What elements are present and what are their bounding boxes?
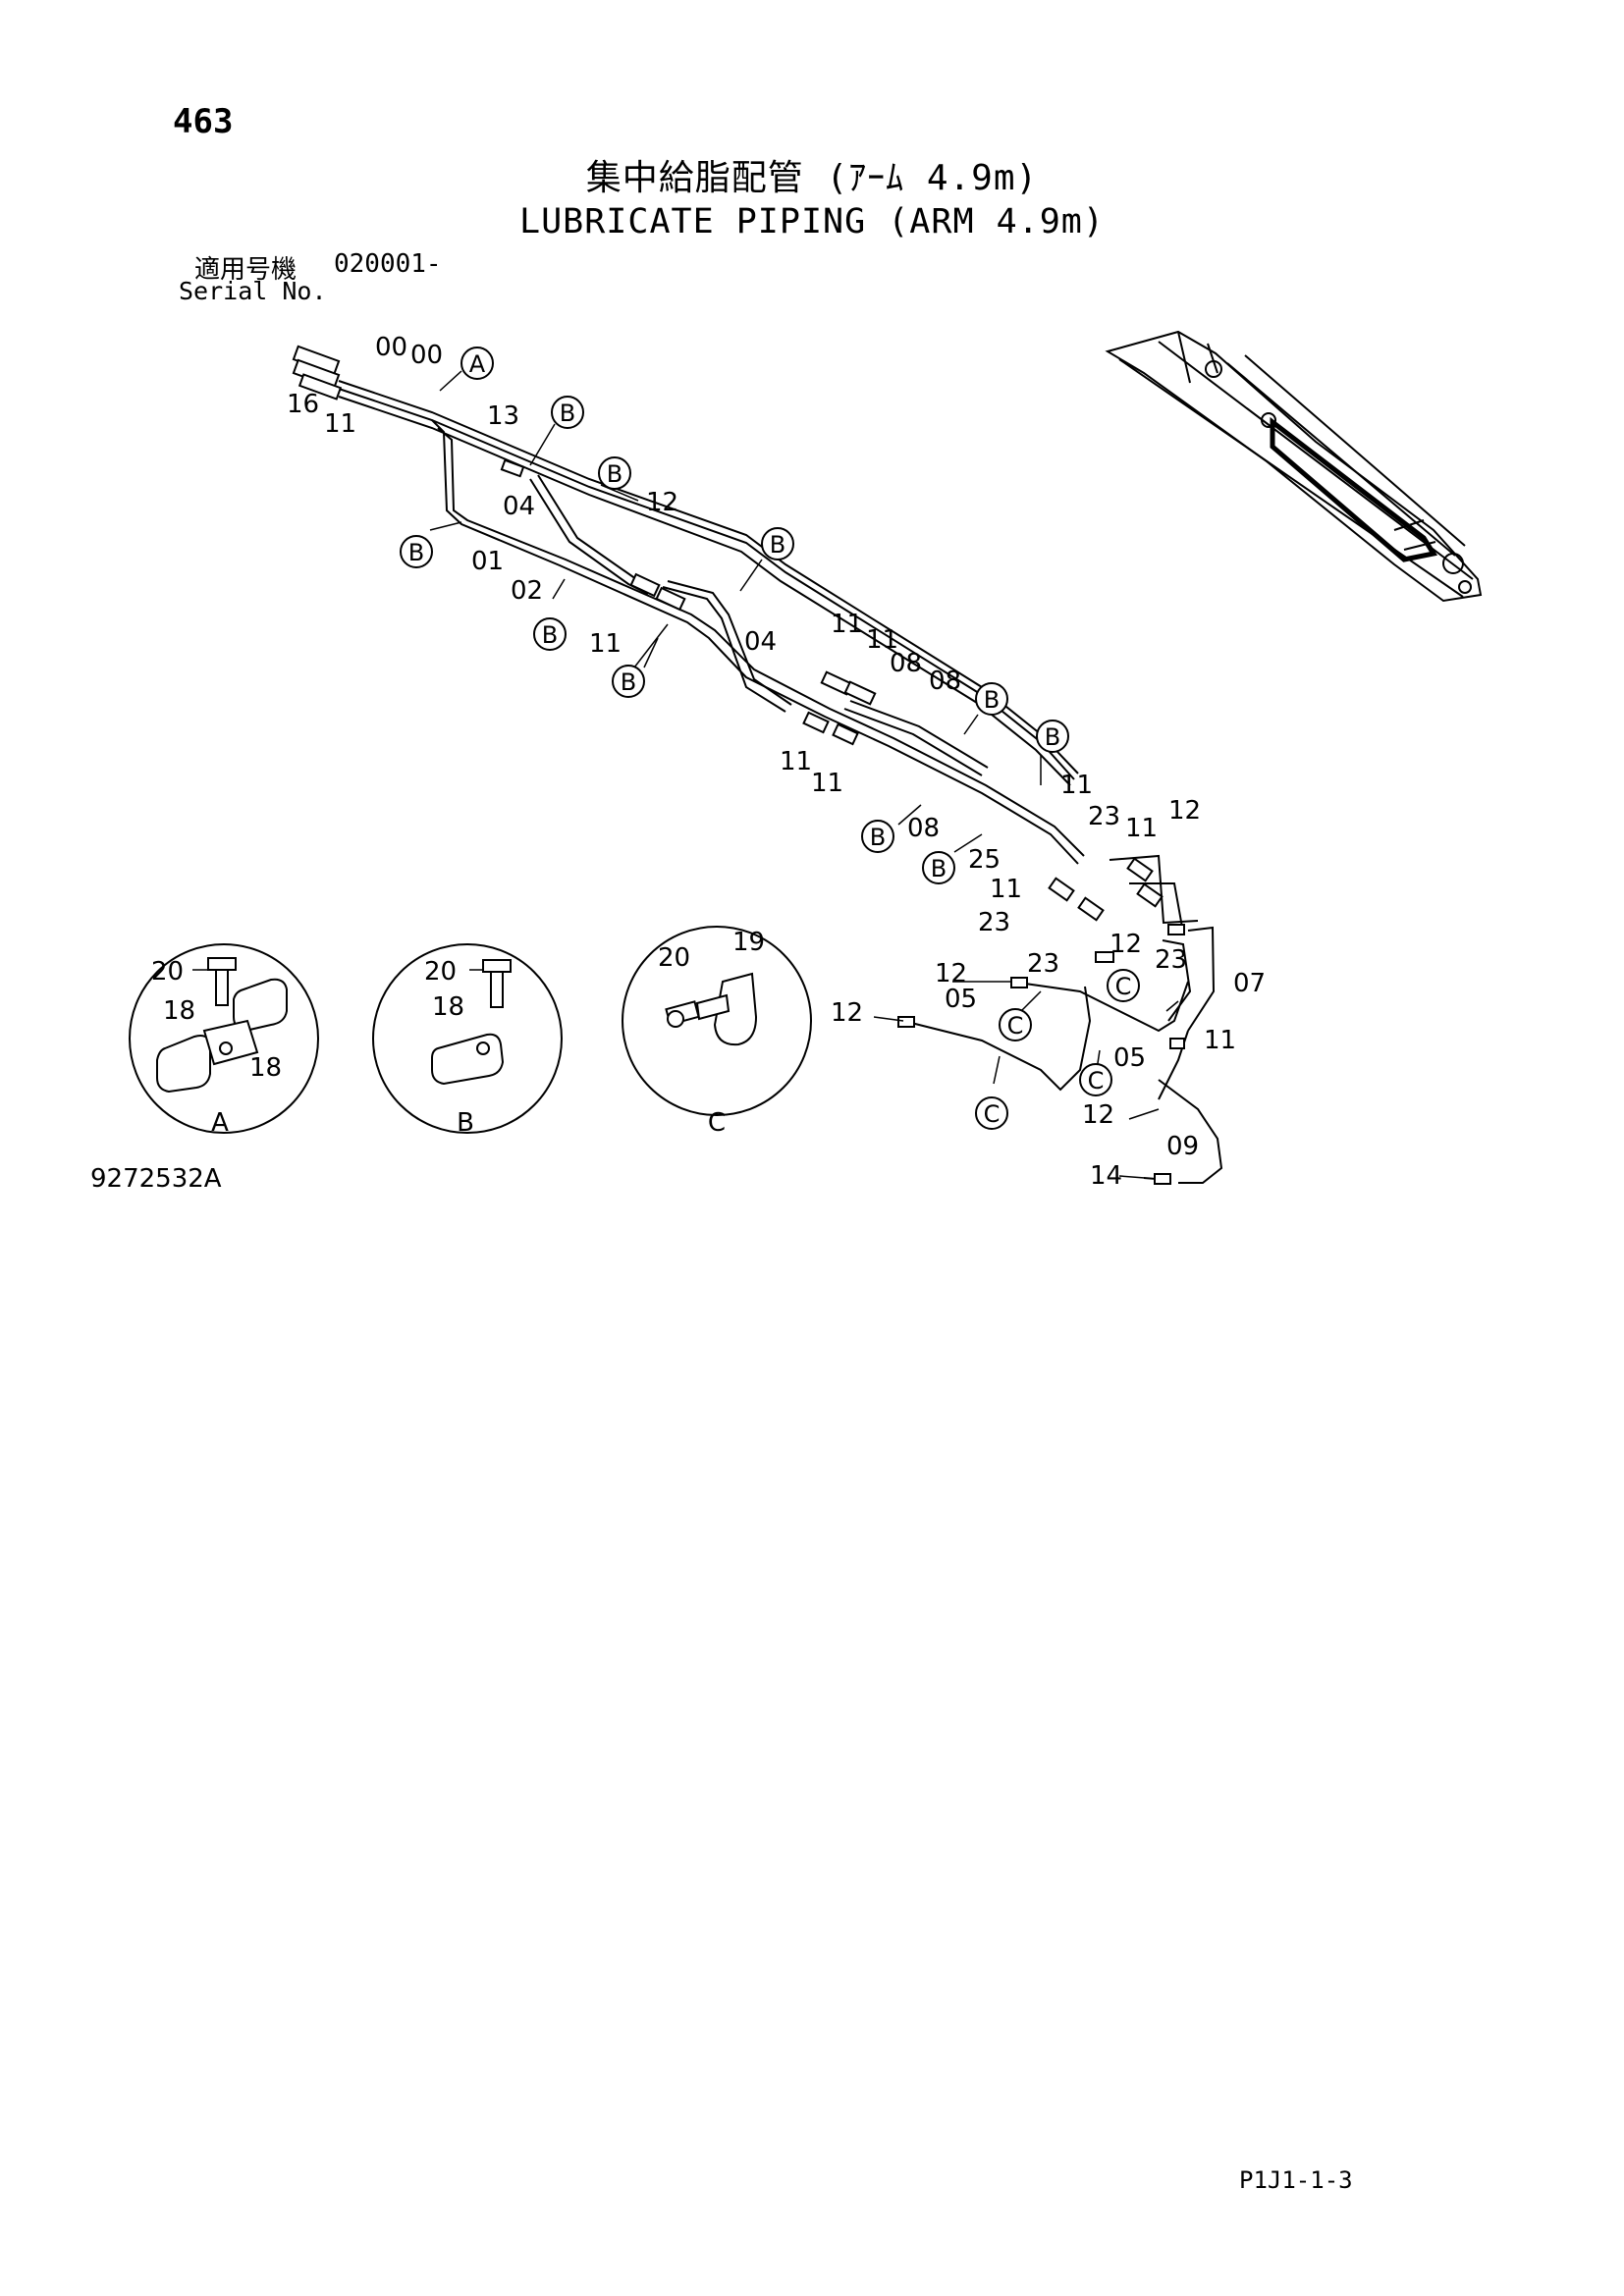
callout-b: B	[975, 682, 1008, 716]
part-label: 23	[1088, 802, 1120, 831]
part-label: 11	[1060, 771, 1093, 800]
callout-b: B	[922, 851, 955, 884]
part-label: 00	[410, 341, 443, 370]
part-label: 11	[990, 875, 1022, 904]
svg-text:C: C	[984, 1100, 1001, 1128]
part-label: 08	[890, 649, 922, 678]
svg-text:A: A	[469, 350, 486, 378]
callout-b: B	[400, 535, 433, 568]
part-label: 20	[424, 957, 457, 987]
svg-text:C: C	[1115, 973, 1132, 1000]
serial-label-japanese: 適用号機	[194, 255, 298, 285]
callout-b: B	[612, 665, 645, 698]
part-label: 23	[1027, 949, 1059, 979]
svg-text:B: B	[770, 531, 785, 559]
part-label: 12	[1082, 1100, 1114, 1130]
part-label: 04	[744, 627, 777, 657]
svg-text:B: B	[408, 539, 424, 566]
svg-text:B: B	[931, 855, 947, 882]
arm-outline-illustration	[1105, 330, 1483, 603]
serial-number-value: 020001-	[334, 249, 442, 279]
svg-text:B: B	[870, 824, 886, 851]
detail-view-b: 20 18 B	[372, 943, 563, 1138]
part-label: 05	[945, 985, 977, 1014]
svg-text:C: C	[1088, 1067, 1105, 1095]
detail-view-a: 20 18 18 A	[129, 943, 319, 1138]
svg-text:B: B	[607, 460, 623, 488]
part-label: 00	[375, 333, 407, 362]
serial-label-english: Serial No.	[179, 277, 327, 305]
part-label: 13	[487, 401, 519, 431]
part-label: 11	[324, 409, 356, 439]
part-label: 09	[1166, 1132, 1199, 1161]
part-label: 11	[1125, 814, 1158, 843]
title-english: LUBRICATE PIPING (ARM 4.9m)	[519, 202, 1105, 241]
part-label: 23	[978, 908, 1010, 937]
callout-c: C	[999, 1008, 1032, 1041]
callout-b: B	[861, 820, 894, 853]
svg-text:B: B	[621, 668, 636, 696]
part-label: 20	[658, 943, 690, 973]
part-label: 11	[589, 629, 622, 659]
svg-text:B: B	[984, 686, 1000, 714]
detail-view-c: 19 20 C	[622, 926, 812, 1138]
page-number: 463	[173, 102, 234, 141]
drawing-number: 9272532A	[90, 1164, 222, 1194]
callout-c: C	[975, 1096, 1008, 1130]
part-label: 18	[163, 996, 195, 1026]
part-label: 16	[287, 390, 319, 419]
detail-label: B	[457, 1108, 474, 1138]
part-label: 14	[1090, 1161, 1122, 1191]
callout-a: A	[460, 347, 494, 380]
callout-b: B	[533, 617, 567, 651]
callout-b: B	[1036, 720, 1069, 753]
part-label: 04	[503, 492, 535, 521]
part-label: 12	[1110, 930, 1142, 959]
part-label: 08	[907, 814, 940, 843]
part-label: 11	[780, 747, 812, 776]
part-label: 11	[831, 610, 863, 639]
part-label: 11	[811, 769, 843, 798]
page-code: P1J1-1-3	[1239, 2166, 1353, 2194]
part-label: 12	[935, 959, 967, 988]
svg-text:C: C	[1007, 1012, 1024, 1040]
callout-b: B	[761, 527, 794, 561]
part-label: 23	[1155, 945, 1187, 975]
part-label: 19	[732, 928, 765, 957]
part-label: 07	[1233, 969, 1266, 998]
callout-b: B	[598, 456, 631, 490]
callout-c: C	[1107, 969, 1140, 1002]
title-japanese: 集中給脂配管 (ｱｰﾑ 4.9m)	[585, 158, 1039, 198]
part-label: 12	[831, 998, 863, 1028]
part-label: 05	[1113, 1043, 1146, 1073]
part-label: 08	[929, 667, 961, 696]
part-label: 01	[471, 547, 504, 576]
callout-c: C	[1079, 1063, 1112, 1096]
part-label: 11	[1204, 1026, 1236, 1055]
fittings	[292, 345, 1185, 1185]
callout-b: B	[551, 396, 584, 429]
svg-text:B: B	[560, 400, 575, 427]
part-label: 12	[646, 488, 678, 517]
part-label: 02	[511, 576, 543, 606]
detail-label: C	[708, 1108, 726, 1138]
svg-text:B: B	[542, 621, 558, 649]
part-label: 18	[432, 992, 464, 1022]
part-labels: 00 00 16 11 13 04 12 01 02 11 04 11 11 0…	[287, 333, 1266, 1191]
part-label: 12	[1168, 796, 1201, 826]
part-label: 20	[151, 957, 184, 987]
part-label: 11	[866, 625, 898, 655]
detail-label: A	[211, 1108, 229, 1138]
leader-lines	[429, 370, 1179, 1179]
part-label: 25	[968, 845, 1001, 875]
svg-text:B: B	[1045, 723, 1060, 751]
part-label: 18	[249, 1053, 282, 1083]
